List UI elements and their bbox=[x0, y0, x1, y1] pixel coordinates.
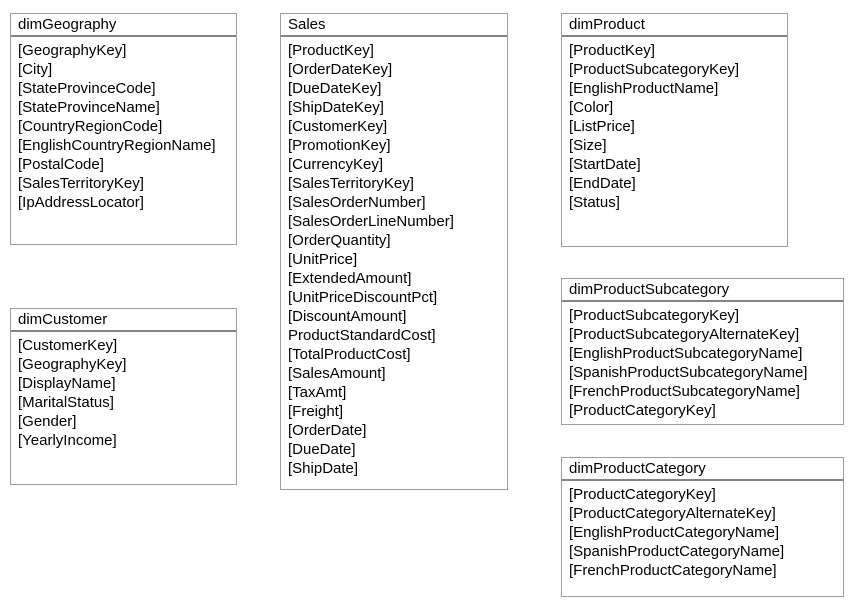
field-item[interactable]: [SalesAmount] bbox=[288, 365, 386, 382]
field-item[interactable]: [OrderDate] bbox=[288, 422, 367, 439]
table-header-dimProductSubcategory[interactable]: dimProductSubcategory bbox=[562, 279, 843, 302]
field-item[interactable]: [City] bbox=[18, 61, 53, 78]
field-list-dimGeography: [GeographyKey] [City] [StateProvinceCode] [… bbox=[11, 37, 236, 212]
field-item[interactable]: [OrderDateKey] bbox=[288, 61, 393, 78]
field-item[interactable]: [ExtendedAmount] bbox=[288, 270, 412, 287]
field-item[interactable]: [UnitPrice] bbox=[288, 251, 358, 268]
field-item[interactable]: [IpAddressLocator] bbox=[18, 194, 144, 211]
field-item[interactable]: [DisplayName] bbox=[18, 375, 116, 392]
field-item[interactable]: [ProductSubcategoryKey] bbox=[569, 61, 740, 78]
field-item[interactable]: [ProductCategoryKey] bbox=[569, 486, 716, 503]
field-list-dimCustomer: [CustomerKey] [GeographyKey] [DisplayName]… bbox=[11, 332, 236, 450]
field-item[interactable]: [CustomerKey] bbox=[18, 337, 118, 354]
table-dimGeography[interactable]: dimGeography [GeographyKey] [City] [StateP… bbox=[10, 13, 237, 245]
field-item[interactable]: [ShipDateKey] bbox=[288, 99, 384, 116]
field-item[interactable]: [OrderQuantity] bbox=[288, 232, 391, 249]
field-item[interactable]: [Color] bbox=[569, 99, 614, 116]
field-item[interactable]: [UnitPriceDiscountPct] bbox=[288, 289, 438, 306]
field-item[interactable]: [EnglishProductName] bbox=[569, 80, 719, 97]
field-item[interactable]: [StartDate] bbox=[569, 156, 641, 173]
field-item[interactable]: [FrenchProductSubcategoryName] bbox=[569, 383, 800, 400]
field-list-dimProduct: [ProductKey] [ProductSubcategoryKey] [Engl… bbox=[562, 37, 787, 212]
field-item[interactable]: [ProductKey] bbox=[288, 42, 374, 59]
field-item[interactable]: [PostalCode] bbox=[18, 156, 104, 173]
field-item[interactable]: [ListPrice] bbox=[569, 118, 635, 135]
field-item[interactable]: [DiscountAmount] bbox=[288, 308, 407, 325]
table-header-dimProduct[interactable]: dimProduct bbox=[562, 14, 787, 37]
table-dimProductSubcategory[interactable]: dimProductSubcategory [ProductSubcategor… bbox=[561, 278, 844, 425]
field-item[interactable]: [EnglishCountryRegionName] bbox=[18, 137, 216, 154]
field-item[interactable]: [MaritalStatus] bbox=[18, 394, 114, 411]
field-list-dimProductCategory: [ProductCategoryKey] [ProductCategoryAlte… bbox=[562, 481, 843, 580]
field-item[interactable]: [ProductKey] bbox=[569, 42, 655, 59]
field-item[interactable]: [TaxAmt] bbox=[288, 384, 347, 401]
table-dimProductCategory[interactable]: dimProductCategory [ProductCategoryKey][… bbox=[561, 457, 844, 597]
field-item[interactable]: [SpanishProductSubcategoryName] bbox=[569, 364, 808, 381]
field-item[interactable]: [ProductCategoryKey] bbox=[569, 402, 716, 419]
field-item[interactable]: [Freight] bbox=[288, 403, 344, 420]
field-item[interactable]: [Size] bbox=[569, 137, 607, 154]
field-item[interactable]: [SpanishProductCategoryName] bbox=[569, 543, 785, 560]
table-Sales[interactable]: Sales [ProductKey] [OrderDateKey] [DueDate… bbox=[280, 13, 508, 490]
field-item[interactable]: [SalesTerritoryKey] bbox=[288, 175, 414, 192]
field-item[interactable]: [CountryRegionCode] bbox=[18, 118, 163, 135]
field-item[interactable]: [StateProvinceCode] bbox=[18, 80, 156, 97]
field-item[interactable]: [GeographyKey] bbox=[18, 42, 127, 59]
field-item[interactable]: [ShipDate] bbox=[288, 460, 359, 477]
table-dimProduct[interactable]: dimProduct [ProductKey] [ProductSubcatego… bbox=[561, 13, 788, 247]
table-header-dimCustomer[interactable]: dimCustomer bbox=[11, 309, 236, 332]
field-item[interactable]: ProductStandardCost] bbox=[288, 327, 436, 344]
field-item[interactable]: [DueDateKey] bbox=[288, 80, 382, 97]
field-item[interactable]: [PromotionKey] bbox=[288, 137, 391, 154]
field-item[interactable]: [EndDate] bbox=[569, 175, 636, 192]
field-item[interactable]: [TotalProductCost] bbox=[288, 346, 411, 363]
field-item[interactable]: [SalesOrderLineNumber] bbox=[288, 213, 454, 230]
field-item[interactable]: [ProductSubcategoryAlternateKey] bbox=[569, 326, 800, 343]
field-item[interactable]: [StateProvinceName] bbox=[18, 99, 160, 116]
field-item[interactable]: [FrenchProductCategoryName] bbox=[569, 562, 777, 579]
field-item[interactable]: [ProductCategoryAlternateKey] bbox=[569, 505, 776, 522]
table-header-dimProductCategory[interactable]: dimProductCategory bbox=[562, 458, 843, 481]
field-item[interactable]: [GeographyKey] bbox=[18, 356, 127, 373]
field-item[interactable]: [EnglishProductCategoryName] bbox=[569, 524, 780, 541]
field-item[interactable]: [DueDate] bbox=[288, 441, 356, 458]
table-dimCustomer[interactable]: dimCustomer [CustomerKey][GeographyKey][… bbox=[10, 308, 237, 485]
field-item[interactable]: [SalesOrderNumber] bbox=[288, 194, 426, 211]
field-item[interactable]: [SalesTerritoryKey] bbox=[18, 175, 144, 192]
table-header-Sales[interactable]: Sales bbox=[281, 14, 507, 37]
field-item[interactable]: [YearlyIncome] bbox=[18, 432, 117, 449]
field-item[interactable]: [ProductSubcategoryKey] bbox=[569, 307, 740, 324]
field-list-dimProductSubcategory: [ProductSubcategoryKey] [ProductSubcatego… bbox=[562, 302, 843, 420]
field-item[interactable]: [Status] bbox=[569, 194, 620, 211]
field-item[interactable]: [Gender] bbox=[18, 413, 77, 430]
field-list-Sales: [ProductKey] [OrderDateKey] [DueDateKey] [S… bbox=[281, 37, 507, 478]
field-item[interactable]: [CustomerKey] bbox=[288, 118, 388, 135]
table-header-dimGeography[interactable]: dimGeography bbox=[11, 14, 236, 37]
field-item[interactable]: [EnglishProductSubcategoryName] bbox=[569, 345, 803, 362]
field-item[interactable]: [CurrencyKey] bbox=[288, 156, 384, 173]
